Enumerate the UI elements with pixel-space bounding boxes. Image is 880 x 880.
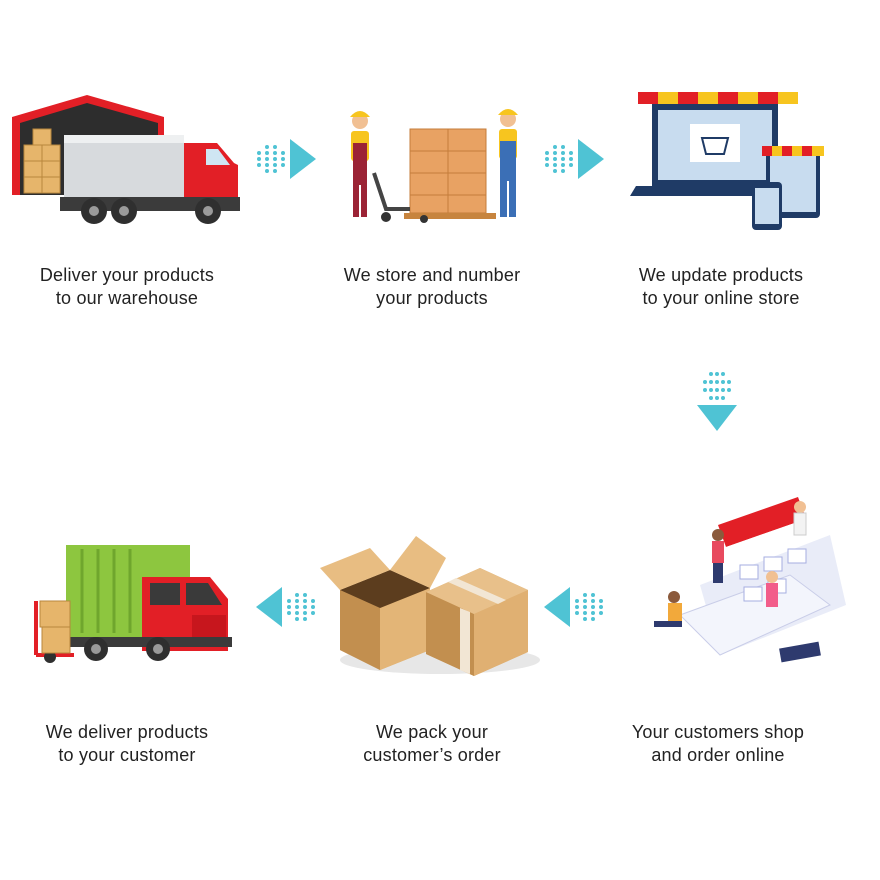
caption-line: to your customer: [58, 745, 196, 765]
arrow-right-icon: [257, 139, 316, 179]
online-store-devices-icon: [630, 92, 824, 230]
warehouse-workers-icon: [350, 109, 518, 223]
step-caption: We update products to your online store: [591, 264, 851, 310]
delivery-truck-icon: [34, 545, 232, 663]
arrow-down-icon: [697, 372, 737, 431]
step-caption: We deliver products to your customer: [0, 721, 257, 767]
step-caption: We store and number your products: [302, 264, 562, 310]
caption-line: customer’s order: [363, 745, 501, 765]
packed-boxes-icon: [320, 536, 540, 676]
caption-line: Your customers shop: [631, 722, 805, 742]
step-caption: Your customers shop and order online: [588, 721, 848, 767]
step-caption: We pack your customer’s order: [302, 721, 562, 767]
arrow-right-icon: [545, 139, 604, 179]
caption-line: your products: [376, 288, 488, 308]
caption-line: We update products: [638, 265, 804, 285]
caption-line: Deliver your products: [39, 265, 215, 285]
caption-line: We pack your: [375, 722, 489, 742]
caption-line: to your online store: [642, 288, 800, 308]
arrow-left-icon: [256, 587, 315, 627]
online-shopping-icon: [654, 497, 846, 663]
caption-line: We store and number: [343, 265, 521, 285]
caption-line: to our warehouse: [55, 288, 199, 308]
caption-line: and order online: [651, 745, 785, 765]
caption-line: We deliver products: [45, 722, 209, 742]
step-caption: Deliver your products to our warehouse: [0, 264, 257, 310]
arrow-left-icon: [544, 587, 603, 627]
warehouse-truck-icon: [12, 95, 240, 224]
